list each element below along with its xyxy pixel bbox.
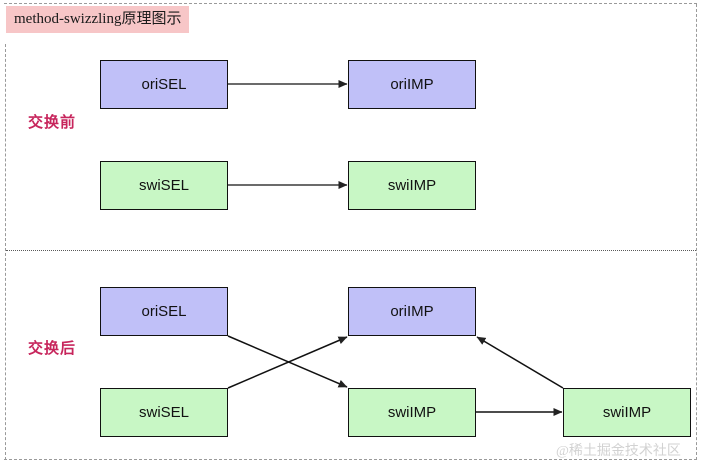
node-after-swi-imp-2[interactable]: swiIMP: [563, 388, 691, 437]
node-after-ori-sel[interactable]: oriSEL: [100, 287, 228, 336]
stage-label-before: 交换前: [28, 114, 77, 131]
frame-border-left: [5, 44, 6, 460]
node-before-ori-imp[interactable]: oriIMP: [348, 60, 476, 109]
node-before-swi-imp[interactable]: swiIMP: [348, 161, 476, 210]
diagram-title: method-swizzling原理图示: [6, 6, 190, 33]
watermark: @稀土掘金技术社区: [556, 444, 681, 459]
section-divider: [6, 250, 696, 251]
node-after-ori-imp[interactable]: oriIMP: [348, 287, 476, 336]
node-after-swi-imp[interactable]: swiIMP: [348, 388, 476, 437]
frame-border-top: [4, 3, 697, 4]
arrow-after-swiimp2-to-oriimp: [476, 336, 564, 389]
node-after-swi-sel[interactable]: swiSEL: [100, 388, 228, 437]
arrow-after-swisel-to-oriimp: [227, 336, 348, 389]
stage-label-after: 交换后: [28, 340, 77, 357]
node-before-swi-sel[interactable]: swiSEL: [100, 161, 228, 210]
node-before-ori-sel[interactable]: oriSEL: [100, 60, 228, 109]
frame-border-right: [696, 4, 697, 460]
arrow-after-orisel-to-swiimp: [227, 335, 348, 388]
